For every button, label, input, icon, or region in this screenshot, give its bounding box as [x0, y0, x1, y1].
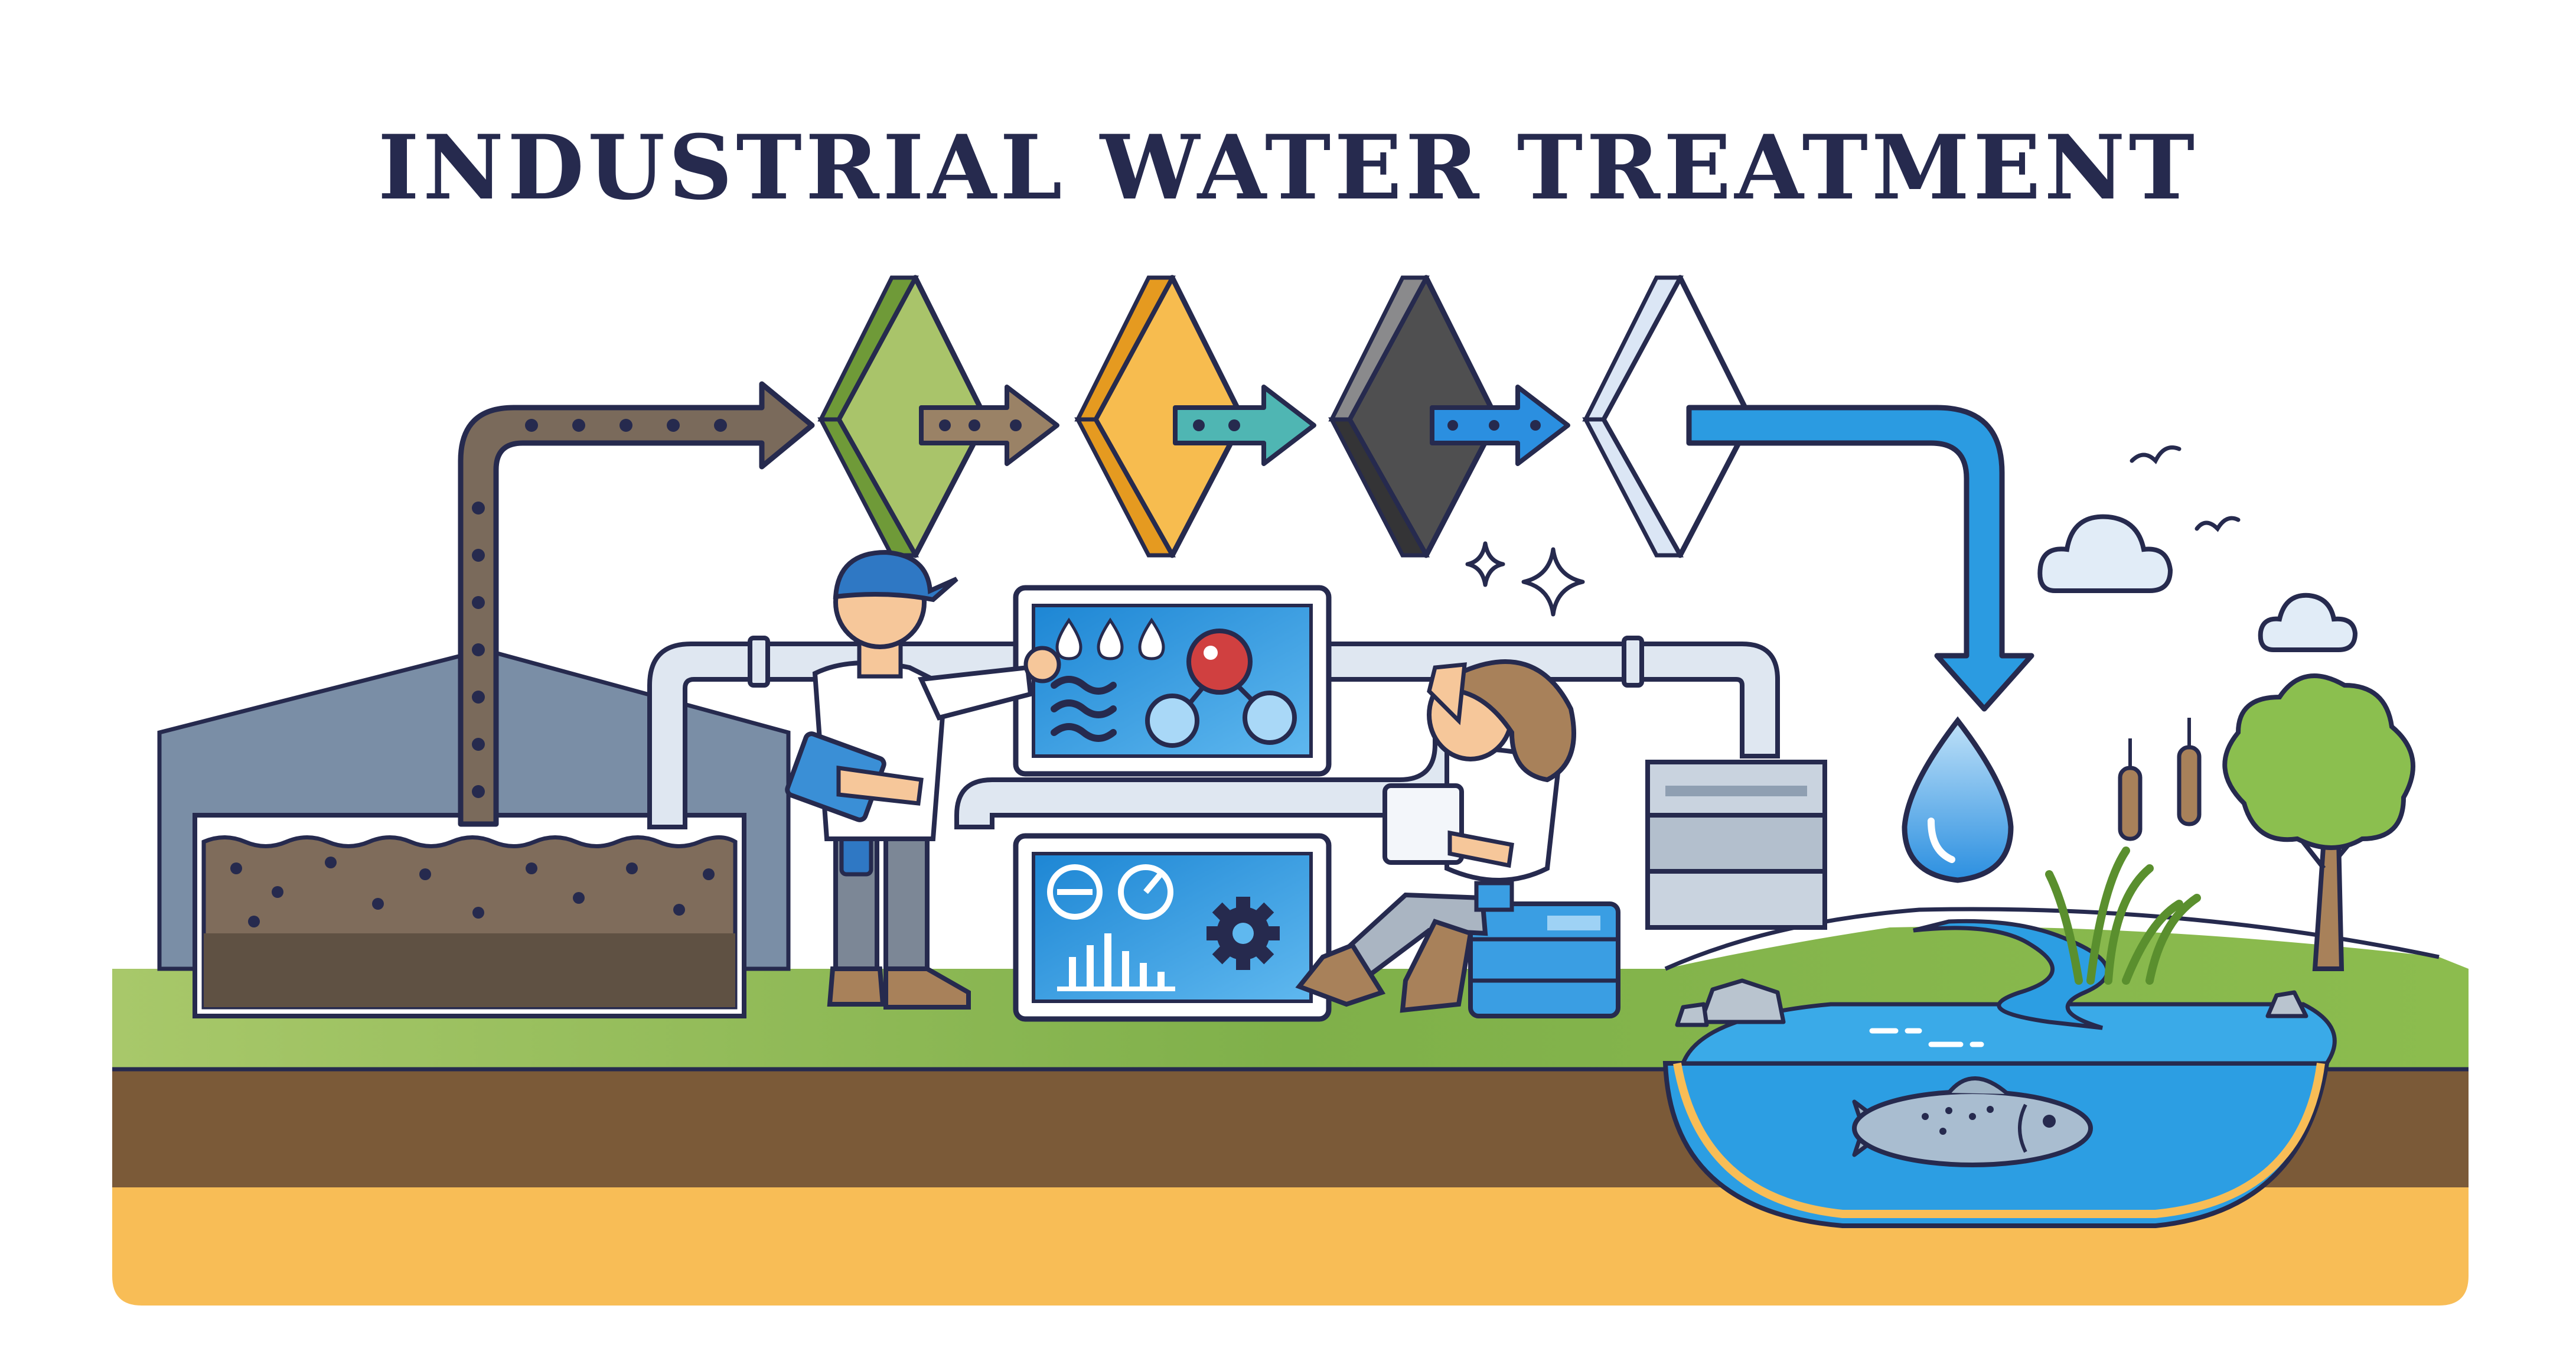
pond: [1662, 919, 2337, 1228]
worker-standing: [785, 549, 1061, 1010]
pipe-network: [647, 636, 1780, 829]
water-drop-icon: [1055, 617, 1165, 660]
green-filter-icon: [817, 275, 989, 558]
monitor-bottom: [1013, 833, 1332, 1022]
clean-water-flow-arrow: [1686, 405, 2034, 712]
wave-icon: [1051, 676, 1117, 742]
cloud-icon: [2037, 514, 2358, 652]
cattail-icon: [2045, 718, 2202, 985]
monitor-top: [1013, 585, 1332, 777]
blue-barrel: [1468, 901, 1620, 1018]
wastewater-flow-arrow: [458, 381, 815, 827]
gear-icon: [1207, 897, 1280, 970]
rock-icon: [1675, 978, 2308, 1027]
clear-filter-icon: [1582, 275, 1754, 558]
fish-icon: [1852, 1076, 2093, 1167]
bird-icon: [2130, 445, 2241, 532]
yellow-filter-icon: [1074, 275, 1246, 558]
molecule-icon: [1145, 629, 1297, 748]
hair: [1456, 659, 1576, 783]
storage-tank: [1645, 760, 1827, 930]
filtration-arrows: [919, 385, 1570, 466]
sparkle-icon: [1465, 541, 1585, 617]
pond-ripples: [1869, 1028, 1984, 1047]
sediment-particles: [230, 857, 715, 927]
water-drop-icon: [1902, 716, 2014, 883]
worker-seated: [1295, 659, 1576, 1013]
dark-filter-icon: [1328, 275, 1500, 558]
wastewater-tank: [193, 813, 746, 1018]
bar-chart-icon: [1057, 933, 1175, 991]
gauge-icon: [1047, 864, 1173, 920]
river: [1913, 919, 2110, 1030]
tree-icon: [2222, 673, 2415, 971]
filter-stages: [817, 275, 1754, 558]
cap: [833, 549, 958, 603]
page-title: INDUSTRIAL WATER TREATMENT: [377, 115, 2199, 220]
